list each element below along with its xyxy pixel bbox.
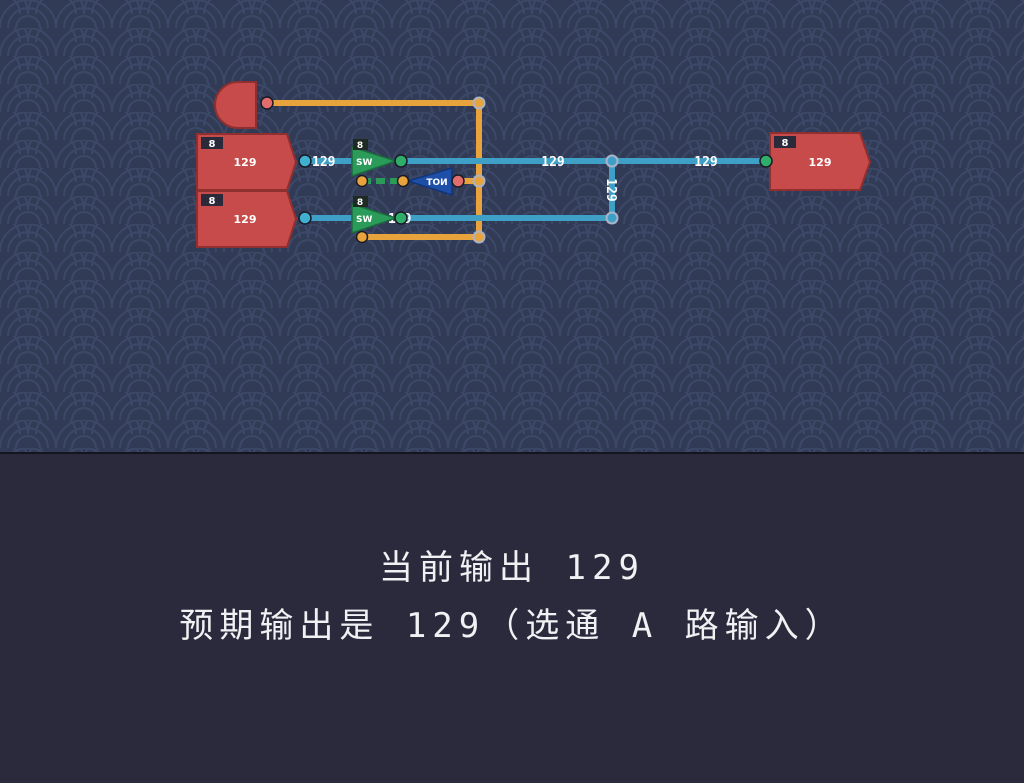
switch-b[interactable]: 8 SW xyxy=(351,196,399,235)
switch-b-label: SW xyxy=(356,215,372,225)
switch-a-out-port xyxy=(394,154,408,168)
input-b[interactable]: 8 129 xyxy=(196,190,298,248)
circuit-canvas[interactable]: 129 129 129 129 129 8 129 8 129 8 129 8 … xyxy=(0,0,1024,452)
control-source-port xyxy=(260,96,274,110)
wire-label-main-2: 129 xyxy=(694,155,717,170)
not-gate-out-port xyxy=(396,174,410,188)
switch-a-label: SW xyxy=(356,158,372,168)
input-b-bit-badge xyxy=(201,194,223,206)
current-output-text: 当前输出 129 xyxy=(379,548,645,588)
input-a-port xyxy=(298,154,312,168)
switch-b-bit-width: 8 xyxy=(357,198,363,208)
switch-b-bit-badge xyxy=(353,196,368,207)
switch-a[interactable]: 8 SW xyxy=(351,139,399,178)
input-a[interactable]: 8 129 xyxy=(196,133,298,191)
output-value: 129 xyxy=(809,156,832,169)
not-gate-in-port xyxy=(451,174,465,188)
switch-b-out-port xyxy=(394,211,408,225)
component-ports[interactable] xyxy=(260,96,773,244)
output-pin[interactable]: 8 129 xyxy=(769,132,872,191)
wire-label-main-1: 129 xyxy=(541,155,564,170)
wire-label-a-in: 129 xyxy=(312,155,335,170)
input-a-bit-badge xyxy=(201,137,223,149)
control-source[interactable] xyxy=(214,81,257,129)
input-a-bit-width: 8 xyxy=(209,139,216,150)
switch-b-control-port xyxy=(355,230,369,244)
switch-a-bit-badge xyxy=(353,139,368,150)
message-panel: 当前输出 129 预期输出是 129（选通 A 路输入） xyxy=(0,454,1024,783)
input-b-port xyxy=(298,211,312,225)
input-a-value: 129 xyxy=(234,156,257,169)
output-bit-width: 8 xyxy=(782,138,789,149)
output-bit-badge xyxy=(774,136,796,148)
wire-label-vertical: 129 xyxy=(603,178,618,201)
switch-a-bit-width: 8 xyxy=(357,141,363,151)
expected-output-text: 预期输出是 129（选通 A 路输入） xyxy=(179,606,845,646)
input-b-bit-width: 8 xyxy=(209,196,216,207)
switch-a-control-port xyxy=(355,174,369,188)
panel-divider xyxy=(0,452,1024,454)
input-b-value: 129 xyxy=(234,213,257,226)
wire-joints xyxy=(472,96,619,244)
wave-pattern xyxy=(0,0,1024,452)
output-port xyxy=(759,154,773,168)
data-wires[interactable] xyxy=(305,158,766,221)
not-gate-label: NOT xyxy=(425,178,447,188)
